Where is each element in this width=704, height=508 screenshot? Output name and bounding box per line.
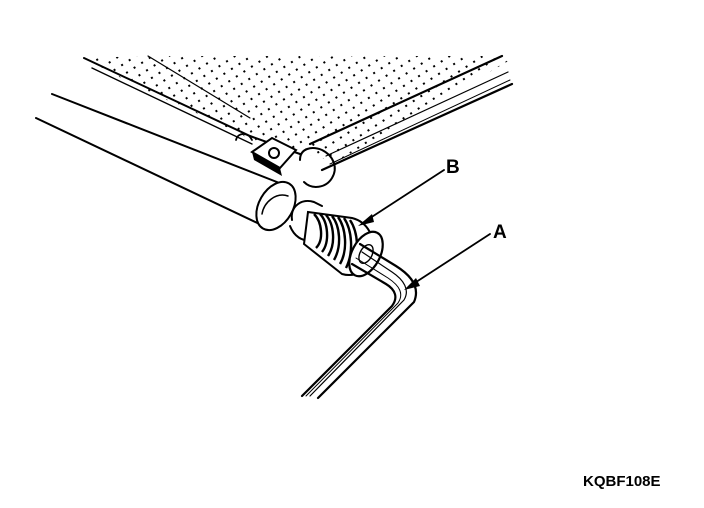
callout-label-b: B: [446, 157, 460, 178]
figure-code: KQBF108E: [583, 473, 661, 490]
leader-line-b: [358, 169, 445, 226]
condenser-core: [83, 55, 510, 162]
condenser-side-rail: [299, 54, 514, 188]
condenser-tank: [35, 93, 297, 232]
callout-label-a: A: [493, 222, 507, 243]
mounting-bracket: [235, 133, 298, 176]
leader-line-a: [404, 233, 491, 290]
refrigerant-pipe: [300, 242, 418, 400]
